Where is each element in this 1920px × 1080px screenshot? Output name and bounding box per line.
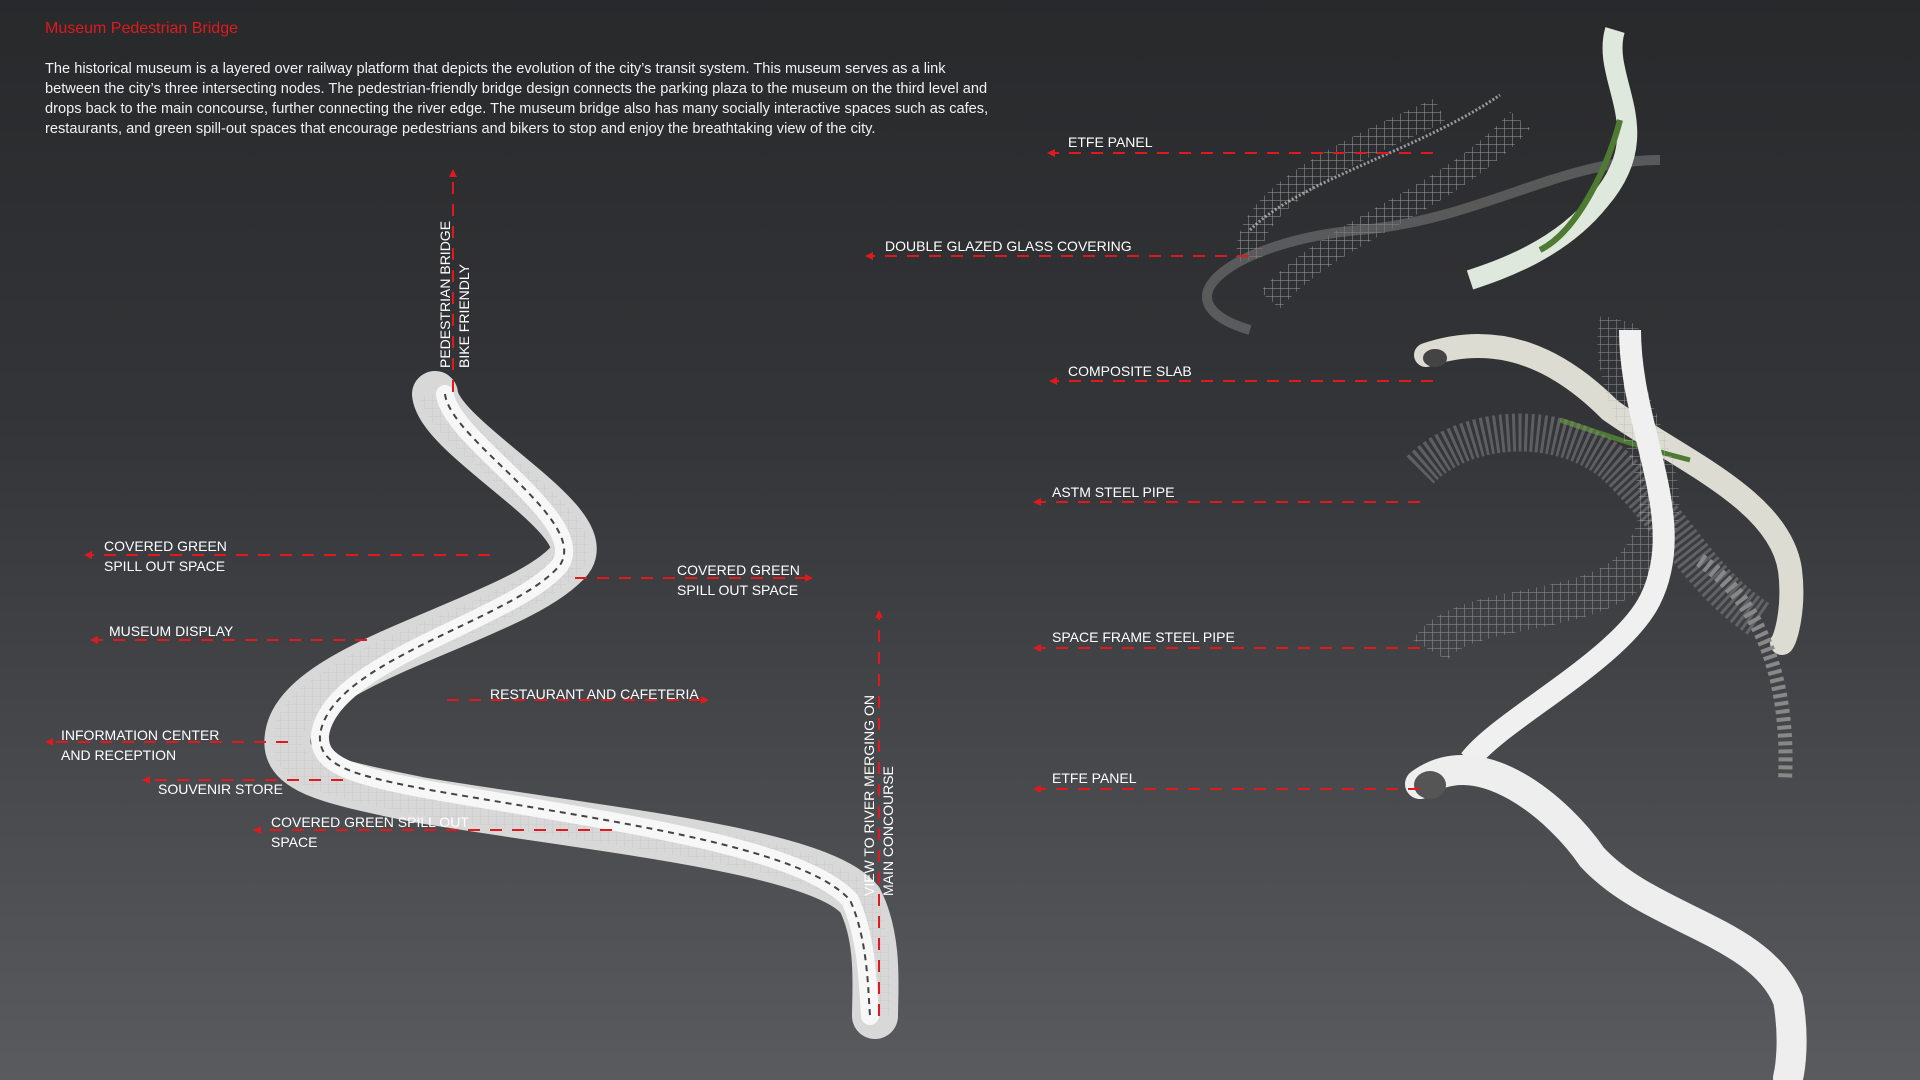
exploded-layers xyxy=(1202,27,1807,1080)
label-museum-display: MUSEUM DISPLAY xyxy=(109,623,234,639)
label-line: PEDESTRIAN BRIDGE xyxy=(437,220,453,368)
label-etfe-panel-top: ETFE PANEL xyxy=(1068,134,1153,150)
label-space-frame-steel-pipe: SPACE FRAME STEEL PIPE xyxy=(1052,629,1235,645)
bridge-model xyxy=(264,371,899,1039)
label-souvenir-store: SOUVENIR STORE xyxy=(158,781,283,797)
label-information-center: INFORMATION CENTER AND RECEPTION xyxy=(61,725,219,765)
label-covered-green-2: COVERED GREEN SPILL OUT SPACE xyxy=(677,560,800,600)
label-restaurant: RESTAURANT AND CAFETERIA xyxy=(490,686,699,702)
label-line: COVERED GREEN xyxy=(677,562,800,578)
page-title: Museum Pedestrian Bridge xyxy=(45,20,238,37)
label-line: SPILL OUT SPACE xyxy=(677,582,799,598)
label-etfe-panel-bottom: ETFE PANEL xyxy=(1052,770,1137,786)
label-line: BIKE FRIENDLY xyxy=(456,264,472,368)
label-covered-green-3: COVERED GREEN SPILL OUT SPACE xyxy=(271,812,469,852)
label-line: INFORMATION CENTER xyxy=(61,727,220,743)
label-astm-steel-pipe: ASTM STEEL PIPE xyxy=(1052,484,1175,500)
label-line: SPACE xyxy=(271,834,318,850)
leader-lines xyxy=(45,149,1433,1016)
label-double-glazed-glass: DOUBLE GLAZED GLASS COVERING xyxy=(885,238,1132,254)
description: The historical museum is a layered over … xyxy=(45,61,989,137)
label-line: AND RECEPTION xyxy=(61,747,177,763)
label-line: SPILL OUT SPACE xyxy=(104,558,226,574)
label-line: MAIN CONCOURSE xyxy=(880,766,896,896)
label-line: COVERED GREEN SPILL OUT xyxy=(271,814,469,830)
label-line: COVERED GREEN xyxy=(104,538,227,554)
label-covered-green-1: COVERED GREEN SPILL OUT SPACE xyxy=(104,536,227,576)
label-line: VIEW TO RIVER MERGING ON xyxy=(861,695,877,896)
label-composite-slab: COMPOSITE SLAB xyxy=(1068,363,1192,379)
